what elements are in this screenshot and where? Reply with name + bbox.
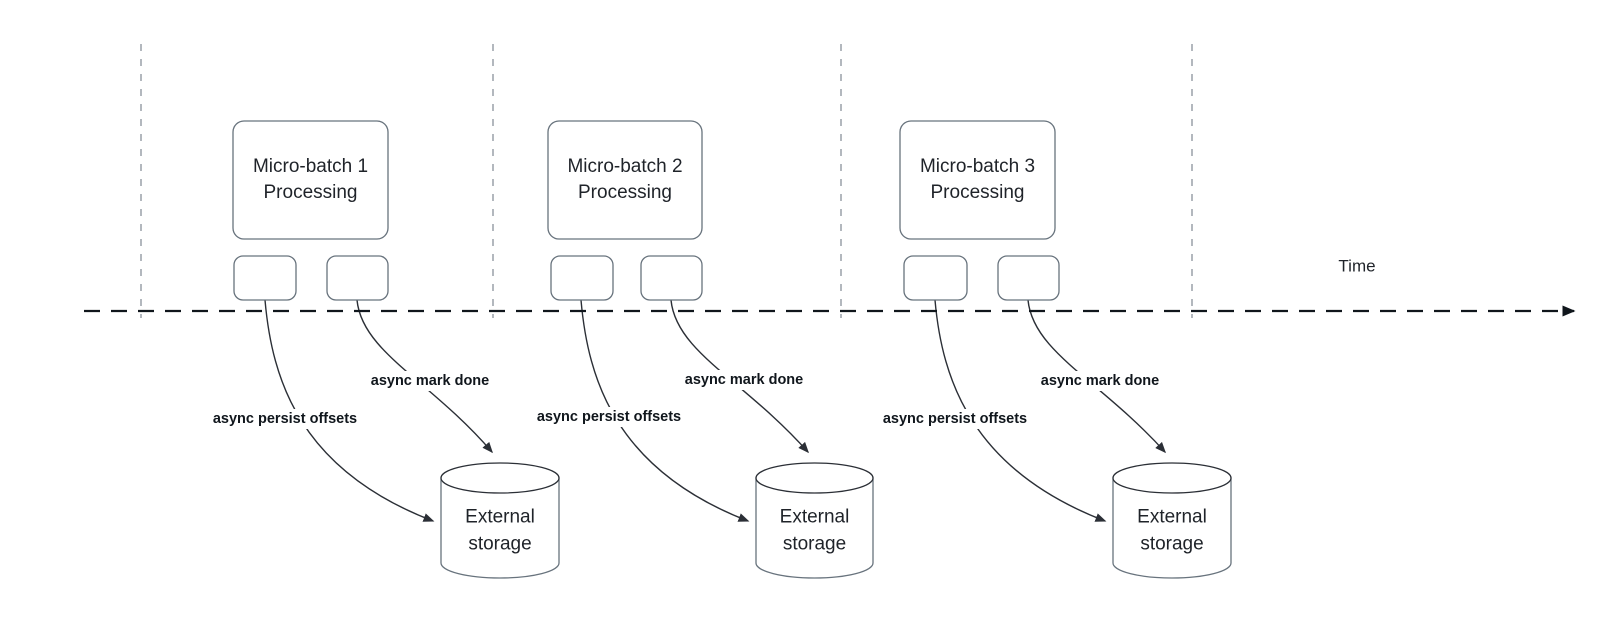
task-box-mark-3-2[interactable] [997,255,1060,301]
time-axis-label: Time [1338,256,1375,275]
micro-batch-box-1[interactable] [232,120,389,240]
micro-batch-box-3[interactable] [899,120,1056,240]
edge-mark-done-label-3: async mark done [1041,373,1159,389]
task-box-mark-1-2[interactable] [326,255,389,301]
edge-labels: async persist offsets async mark done asyn… [199,370,1163,429]
edge-persist-offsets-label-2: async persist offsets [537,409,681,425]
external-storage-label-line2-2: storage [783,534,846,555]
micro-batch-label-line1-2: Micro-batch 2 [567,156,682,177]
edge-persist-offsets-label-backdrop-2 [523,407,695,427]
external-storage-cylinder-top-2 [755,462,874,494]
task-box-persist-2-1[interactable] [550,255,614,301]
edge-mark-done-2 [670,299,809,454]
task-box-persist-3-1[interactable] [903,255,968,301]
task-box-mark-2-2[interactable] [640,255,703,301]
external-storage-cylinder-body-2[interactable] [755,477,874,579]
edge-mark-done-3 [1027,299,1167,454]
edge-persist-offsets-label-3: async persist offsets [883,411,1027,427]
micro-batch-label-line2-3: Processing [931,182,1025,203]
external-storage-cylinder-body-1[interactable] [440,477,560,579]
edge-persist-offsets-label-1: async persist offsets [213,411,357,427]
edge-mark-done-label-1: async mark done [371,373,489,389]
task-box-persist-1-1[interactable] [233,255,297,301]
external-storage-cylinder-top-1 [440,462,560,494]
micro-batch-label-line1-1: Micro-batch 1 [253,156,368,177]
external-storage-label-line1-3: External [1137,507,1207,528]
external-storage-label-line2-1: storage [468,534,531,555]
micro-batch-label-line2-1: Processing [264,182,358,203]
time-axis: Time [84,256,1576,317]
micro-batch-label-line1-3: Micro-batch 3 [920,156,1035,177]
external-storage-cylinder-body-3[interactable] [1112,477,1232,579]
micro-batch-box-2[interactable] [547,120,703,240]
edge-mark-done-label-2: async mark done [685,372,803,388]
edge-mark-done-label-backdrop-2 [681,370,807,390]
micro-batch-label-line2-2: Processing [578,182,672,203]
guide-lines [140,44,1193,318]
edge-persist-offsets-label-backdrop-3 [869,409,1041,429]
edge-persist-offsets-label-backdrop-1 [199,409,371,429]
external-storage-label-line1-1: External [465,507,535,528]
external-storage-label-line1-2: External [780,507,850,528]
edge-mark-done-1 [356,299,493,454]
edge-mark-done-label-backdrop-1 [367,371,493,391]
edge-mark-done-label-backdrop-3 [1037,371,1163,391]
external-storage-label-line2-3: storage [1140,534,1203,555]
external-storage-cylinder-top-3 [1112,462,1232,494]
